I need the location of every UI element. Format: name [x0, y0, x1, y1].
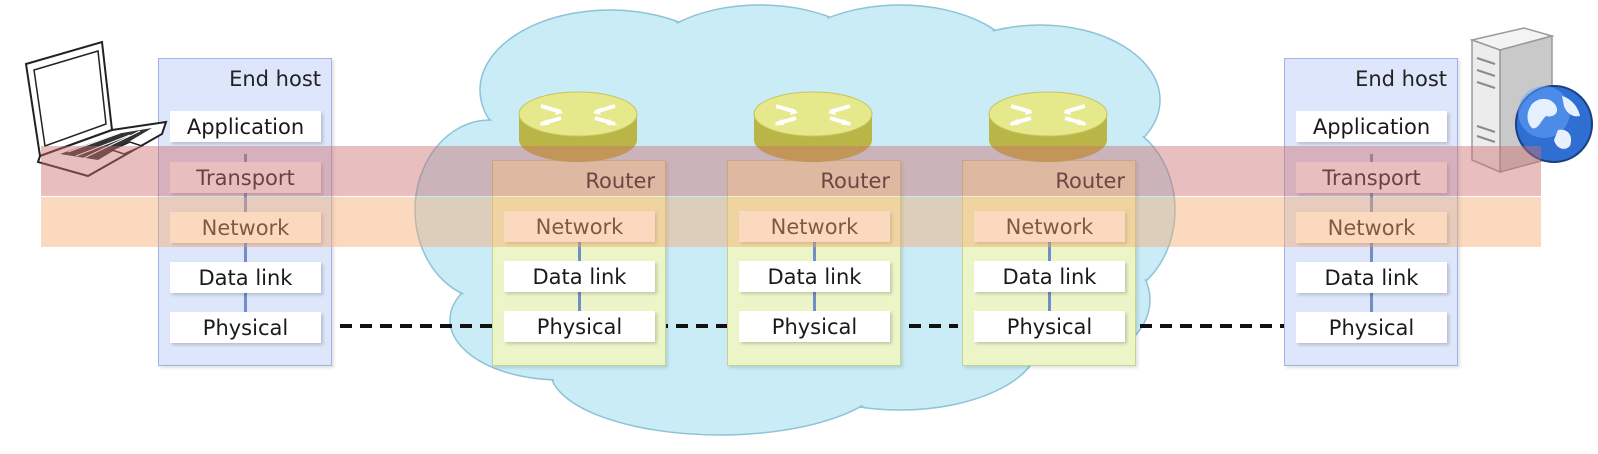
stack-connector: [1370, 154, 1373, 339]
stack-connector: [244, 154, 247, 339]
laptop-icon: [24, 40, 168, 178]
layer-data-link: Data link: [1296, 262, 1447, 293]
layer-data-link: Data link: [739, 261, 890, 292]
layer-physical: Physical: [170, 312, 321, 343]
end-host-right: End host Application Transport Network D…: [1284, 58, 1458, 366]
server-globe-icon: [1469, 27, 1593, 174]
layer-data-link: Data link: [170, 262, 321, 293]
layer-network: Network: [170, 212, 321, 243]
layer-application: Application: [170, 111, 321, 142]
router-icon: [753, 91, 873, 162]
router-title: Router: [585, 169, 655, 193]
layer-physical: Physical: [974, 311, 1125, 342]
network-layer-band: [41, 197, 1541, 247]
router-icon: [988, 91, 1108, 162]
layer-data-link: Data link: [974, 261, 1125, 292]
layer-physical: Physical: [739, 311, 890, 342]
layer-network: Network: [739, 211, 890, 242]
end-host-title: End host: [1355, 67, 1447, 91]
layer-data-link: Data link: [504, 261, 655, 292]
layer-application: Application: [1296, 111, 1447, 142]
layer-network: Network: [974, 211, 1125, 242]
transport-layer-band: [41, 146, 1541, 196]
layer-physical: Physical: [1296, 312, 1447, 343]
end-host-left: End host Application Transport Network D…: [158, 58, 332, 366]
router-1: Router Network Data link Physical: [492, 160, 666, 366]
layer-network: Network: [1296, 212, 1447, 243]
layer-network: Network: [504, 211, 655, 242]
layer-physical: Physical: [504, 311, 655, 342]
router-2: Router Network Data link Physical: [727, 160, 901, 366]
router-icon: [518, 91, 638, 162]
layer-transport: Transport: [170, 162, 321, 193]
end-host-title: End host: [229, 67, 321, 91]
layer-transport: Transport: [1296, 162, 1447, 193]
router-title: Router: [1055, 169, 1125, 193]
router-3: Router Network Data link Physical: [962, 160, 1136, 366]
router-title: Router: [820, 169, 890, 193]
